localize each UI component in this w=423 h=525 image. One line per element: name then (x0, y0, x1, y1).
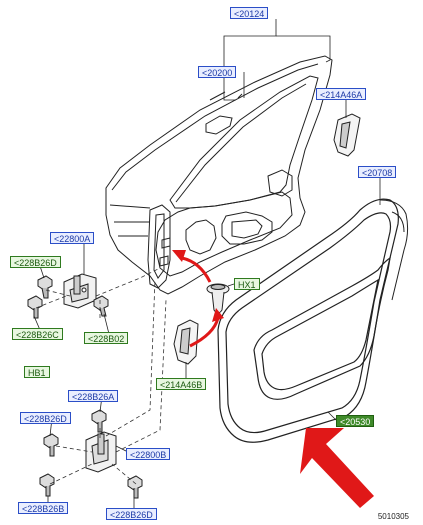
plug-HX1-drawing (206, 283, 230, 314)
bolt-228B26D-top-drawing (37, 275, 53, 299)
callout-228B26B[interactable]: <228B26B (18, 502, 69, 514)
callout-228B26A[interactable]: <228B26A (68, 390, 119, 402)
callout-HB1[interactable]: HB1 (24, 366, 50, 378)
hinge-lower-22800B-drawing (85, 431, 117, 473)
hinge-upper-22800A-drawing (63, 273, 97, 309)
red-insert-arrows (172, 250, 224, 348)
callout-228B26D-top[interactable]: <228B26D (10, 256, 61, 268)
bolt-228B26B-drawing (39, 473, 55, 497)
callout-22800B[interactable]: <22800B (126, 448, 171, 460)
dashed-assembly-lines (35, 267, 167, 485)
callout-228B26D-mid[interactable]: <228B26D (20, 412, 71, 424)
diagram-code: 5010305 (377, 512, 409, 521)
bolt-228B26D-mid-drawing (43, 433, 59, 457)
callout-HX1[interactable]: HX1 (234, 278, 260, 290)
callout-228B26C[interactable]: <228B26C (12, 328, 63, 340)
callout-228B26D-bot[interactable]: <228B26D (106, 508, 157, 520)
callout-22800A[interactable]: <22800A (50, 232, 95, 244)
callout-20200[interactable]: <20200 (198, 66, 237, 78)
callout-214A46B[interactable]: <214A46B (156, 378, 207, 390)
bolt-228B26A-drawing (91, 409, 107, 433)
callout-228B02[interactable]: <228B02 (84, 332, 129, 344)
callout-214A46A[interactable]: <214A46A (316, 88, 367, 100)
callout-20124[interactable]: <20124 (230, 7, 269, 19)
callout-20708[interactable]: <20708 (358, 166, 397, 178)
bolt-228B02-drawing (93, 295, 109, 317)
bolt-228B26C-drawing (27, 295, 43, 319)
callout-20530[interactable]: <20530 (336, 415, 375, 427)
big-red-arrow (300, 428, 374, 508)
pad-214A46A-drawing (333, 113, 361, 157)
pad-214A46B-drawing (173, 319, 199, 365)
door-weatherstrip-seal (217, 198, 409, 443)
door-panel-drawing (105, 55, 333, 295)
